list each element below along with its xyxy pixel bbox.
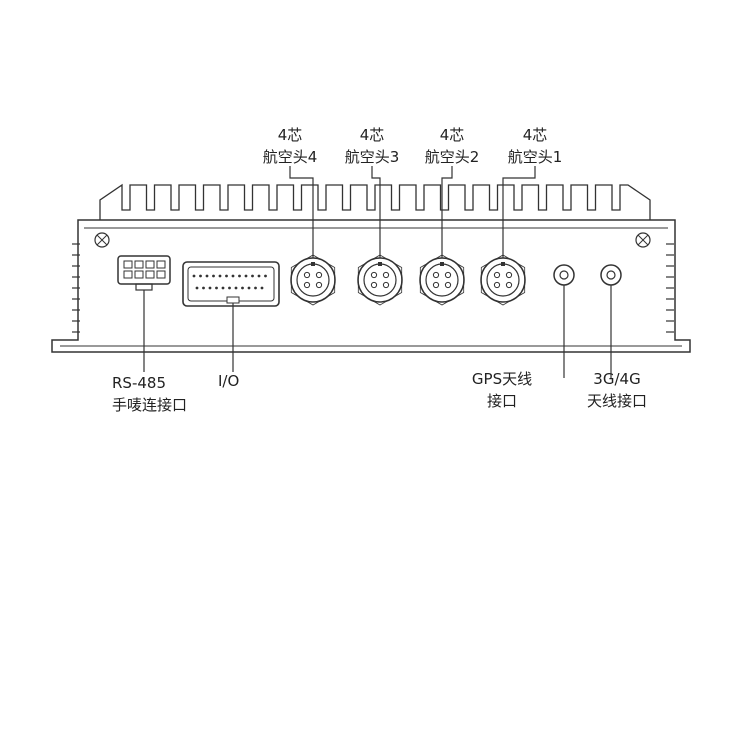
chassis-outline	[51, 219, 691, 353]
aviation-connector-2-icon	[419, 254, 465, 306]
aviation-4-pins-label: 4芯	[277, 126, 303, 144]
aviation-4-name-label: 航空头4	[262, 148, 318, 166]
rs485-desc-label: 手唛连接口	[112, 396, 188, 414]
io-label: I/O	[218, 372, 240, 390]
aviation-connector-3-icon	[357, 254, 403, 306]
3g4g-label: 3G/4G	[593, 370, 641, 388]
rs485-label: RS-485	[112, 374, 166, 392]
leader-aviation-2	[441, 166, 453, 258]
leader-aviation-3	[371, 166, 381, 258]
gps-antenna-port-icon	[553, 264, 575, 286]
screw-right-icon	[635, 232, 651, 248]
heat-sink-fins	[99, 183, 651, 220]
leader-aviation-1	[502, 166, 536, 258]
screw-left-icon	[94, 232, 110, 248]
aviation-connector-4-icon	[290, 254, 336, 306]
aviation-connector-1-icon	[480, 254, 526, 306]
rs485-port-icon	[117, 255, 171, 291]
aviation-2-pins-label: 4芯	[439, 126, 465, 144]
aviation-2-name-label: 航空头2	[424, 148, 480, 166]
gps-desc-label: 接口	[486, 392, 518, 410]
side-ribs	[72, 243, 674, 333]
leader-aviation-4	[289, 166, 314, 258]
io-port-icon	[182, 261, 280, 307]
aviation-1-name-label: 航空头1	[507, 148, 563, 166]
3g4g-desc-label: 天线接口	[586, 392, 648, 410]
leader-lines	[143, 166, 612, 378]
gps-label: GPS天线	[471, 370, 533, 388]
aviation-3-name-label: 航空头3	[344, 148, 400, 166]
aviation-3-pins-label: 4芯	[359, 126, 385, 144]
aviation-1-pins-label: 4芯	[522, 126, 548, 144]
fin-profile	[99, 183, 651, 220]
3g4g-antenna-port-icon	[600, 264, 622, 286]
